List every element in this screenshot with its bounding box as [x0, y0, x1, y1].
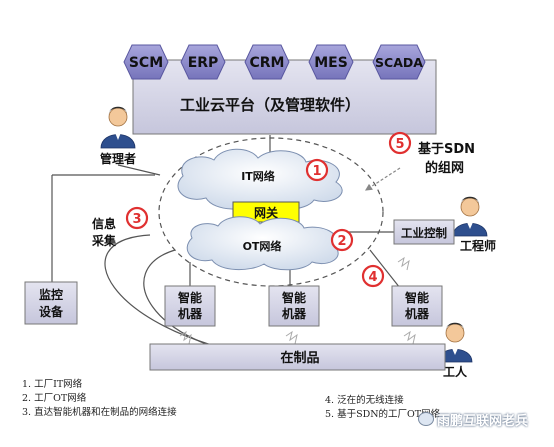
smart-machine-3-line1: 智能 [404, 290, 429, 305]
manager-label: 管理者 [100, 151, 136, 166]
legend-item-4: 4. 泛在的无线连接 [325, 395, 404, 406]
smart-machine-2-line2: 机器 [282, 306, 307, 321]
module-scm-label: SCM [129, 55, 163, 71]
smart-machine-1-line2: 机器 [178, 306, 203, 321]
module-crm-label: CRM [250, 55, 285, 71]
sdn-annotation-line2: 的组网 [425, 160, 464, 176]
smart-machine-2: 智能 机器 [268, 285, 320, 327]
legend-item-2: 2. 工厂OT网络 [22, 393, 87, 404]
legend-left: 1. 工厂IT网络 2. 工厂OT网络 3. 直达智能机器和在制品的网络连接 [22, 378, 177, 420]
ot-network-cloud: OT网络 [186, 216, 339, 271]
worker-label: 工人 [443, 364, 468, 379]
legend-right: 4. 泛在的无线连接 5. 基于SDN的工厂OT网络 [325, 394, 440, 422]
watermark-text: 雨鹏互联网老兵 [437, 414, 529, 429]
industrial-control-box [393, 219, 455, 245]
legend-item-3: 3. 直达智能机器和在制品的网络连接 [22, 407, 177, 418]
monitor-device-line1: 监控 [39, 287, 63, 302]
wip-bar [149, 343, 446, 371]
module-mes-label: MES [314, 55, 348, 71]
wip-label: 在制品 [280, 350, 319, 366]
smart-machine-1-line1: 智能 [177, 290, 202, 305]
marker-2-label: 2 [337, 234, 346, 249]
marker-1: 1 [305, 158, 329, 182]
wechat-icon [418, 412, 434, 426]
smart-machine-2-line1: 智能 [281, 290, 306, 305]
smart-machine-1: 智能 机器 [164, 285, 216, 327]
legend-item-1: 1. 工厂IT网络 [22, 379, 83, 390]
module-crm: CRM [244, 44, 290, 80]
worker-icon [437, 322, 473, 363]
it-network-cloud: IT网络 [177, 148, 343, 210]
smart-machine-3: 智能 机器 [391, 285, 443, 327]
module-erp: ERP [180, 44, 226, 80]
marker-4: 4 [361, 264, 385, 288]
sdn-pointer-arrow [364, 167, 401, 191]
module-erp-label: ERP [188, 55, 219, 71]
engineer-icon [452, 196, 488, 237]
watermark: 雨鹏互联网老兵 [418, 410, 528, 429]
marker-5-label: 5 [395, 137, 404, 152]
monitor-device-box [24, 281, 78, 325]
marker-3: 3 [125, 206, 149, 230]
module-scada-label: SCADA [375, 55, 423, 70]
gateway-label: 网关 [254, 205, 278, 220]
marker-4-label: 4 [368, 270, 377, 285]
legend-item-5: 5. 基于SDN的工厂OT网络 [325, 409, 441, 420]
module-mes: MES [308, 44, 354, 80]
module-scm: SCM [123, 44, 169, 80]
module-scada: SCADA [372, 44, 426, 80]
info-annotation-line2: 采集 [91, 233, 117, 248]
platform-title: 工业云平台（及管理软件） [180, 96, 360, 114]
sdn-annotation-line1: 基于SDN [417, 141, 475, 157]
marker-3-label: 3 [132, 212, 141, 227]
marker-1-label: 1 [312, 164, 321, 179]
it-network-label: IT网络 [241, 169, 275, 183]
engineer-label: 工程师 [460, 238, 496, 253]
manager-icon [100, 106, 136, 149]
wireless-link-icons [179, 256, 416, 345]
platform-modules: SCM ERP CRM MES SCADA [123, 44, 426, 80]
marker-5: 5 [388, 131, 412, 155]
industrial-control-label: 工业控制 [401, 226, 447, 240]
monitor-device-line2: 设备 [39, 304, 64, 319]
smart-machine-3-line2: 机器 [405, 306, 430, 321]
ot-network-label: OT网络 [243, 239, 282, 253]
info-annotation-line1: 信息 [92, 216, 116, 231]
marker-2: 2 [330, 228, 354, 252]
